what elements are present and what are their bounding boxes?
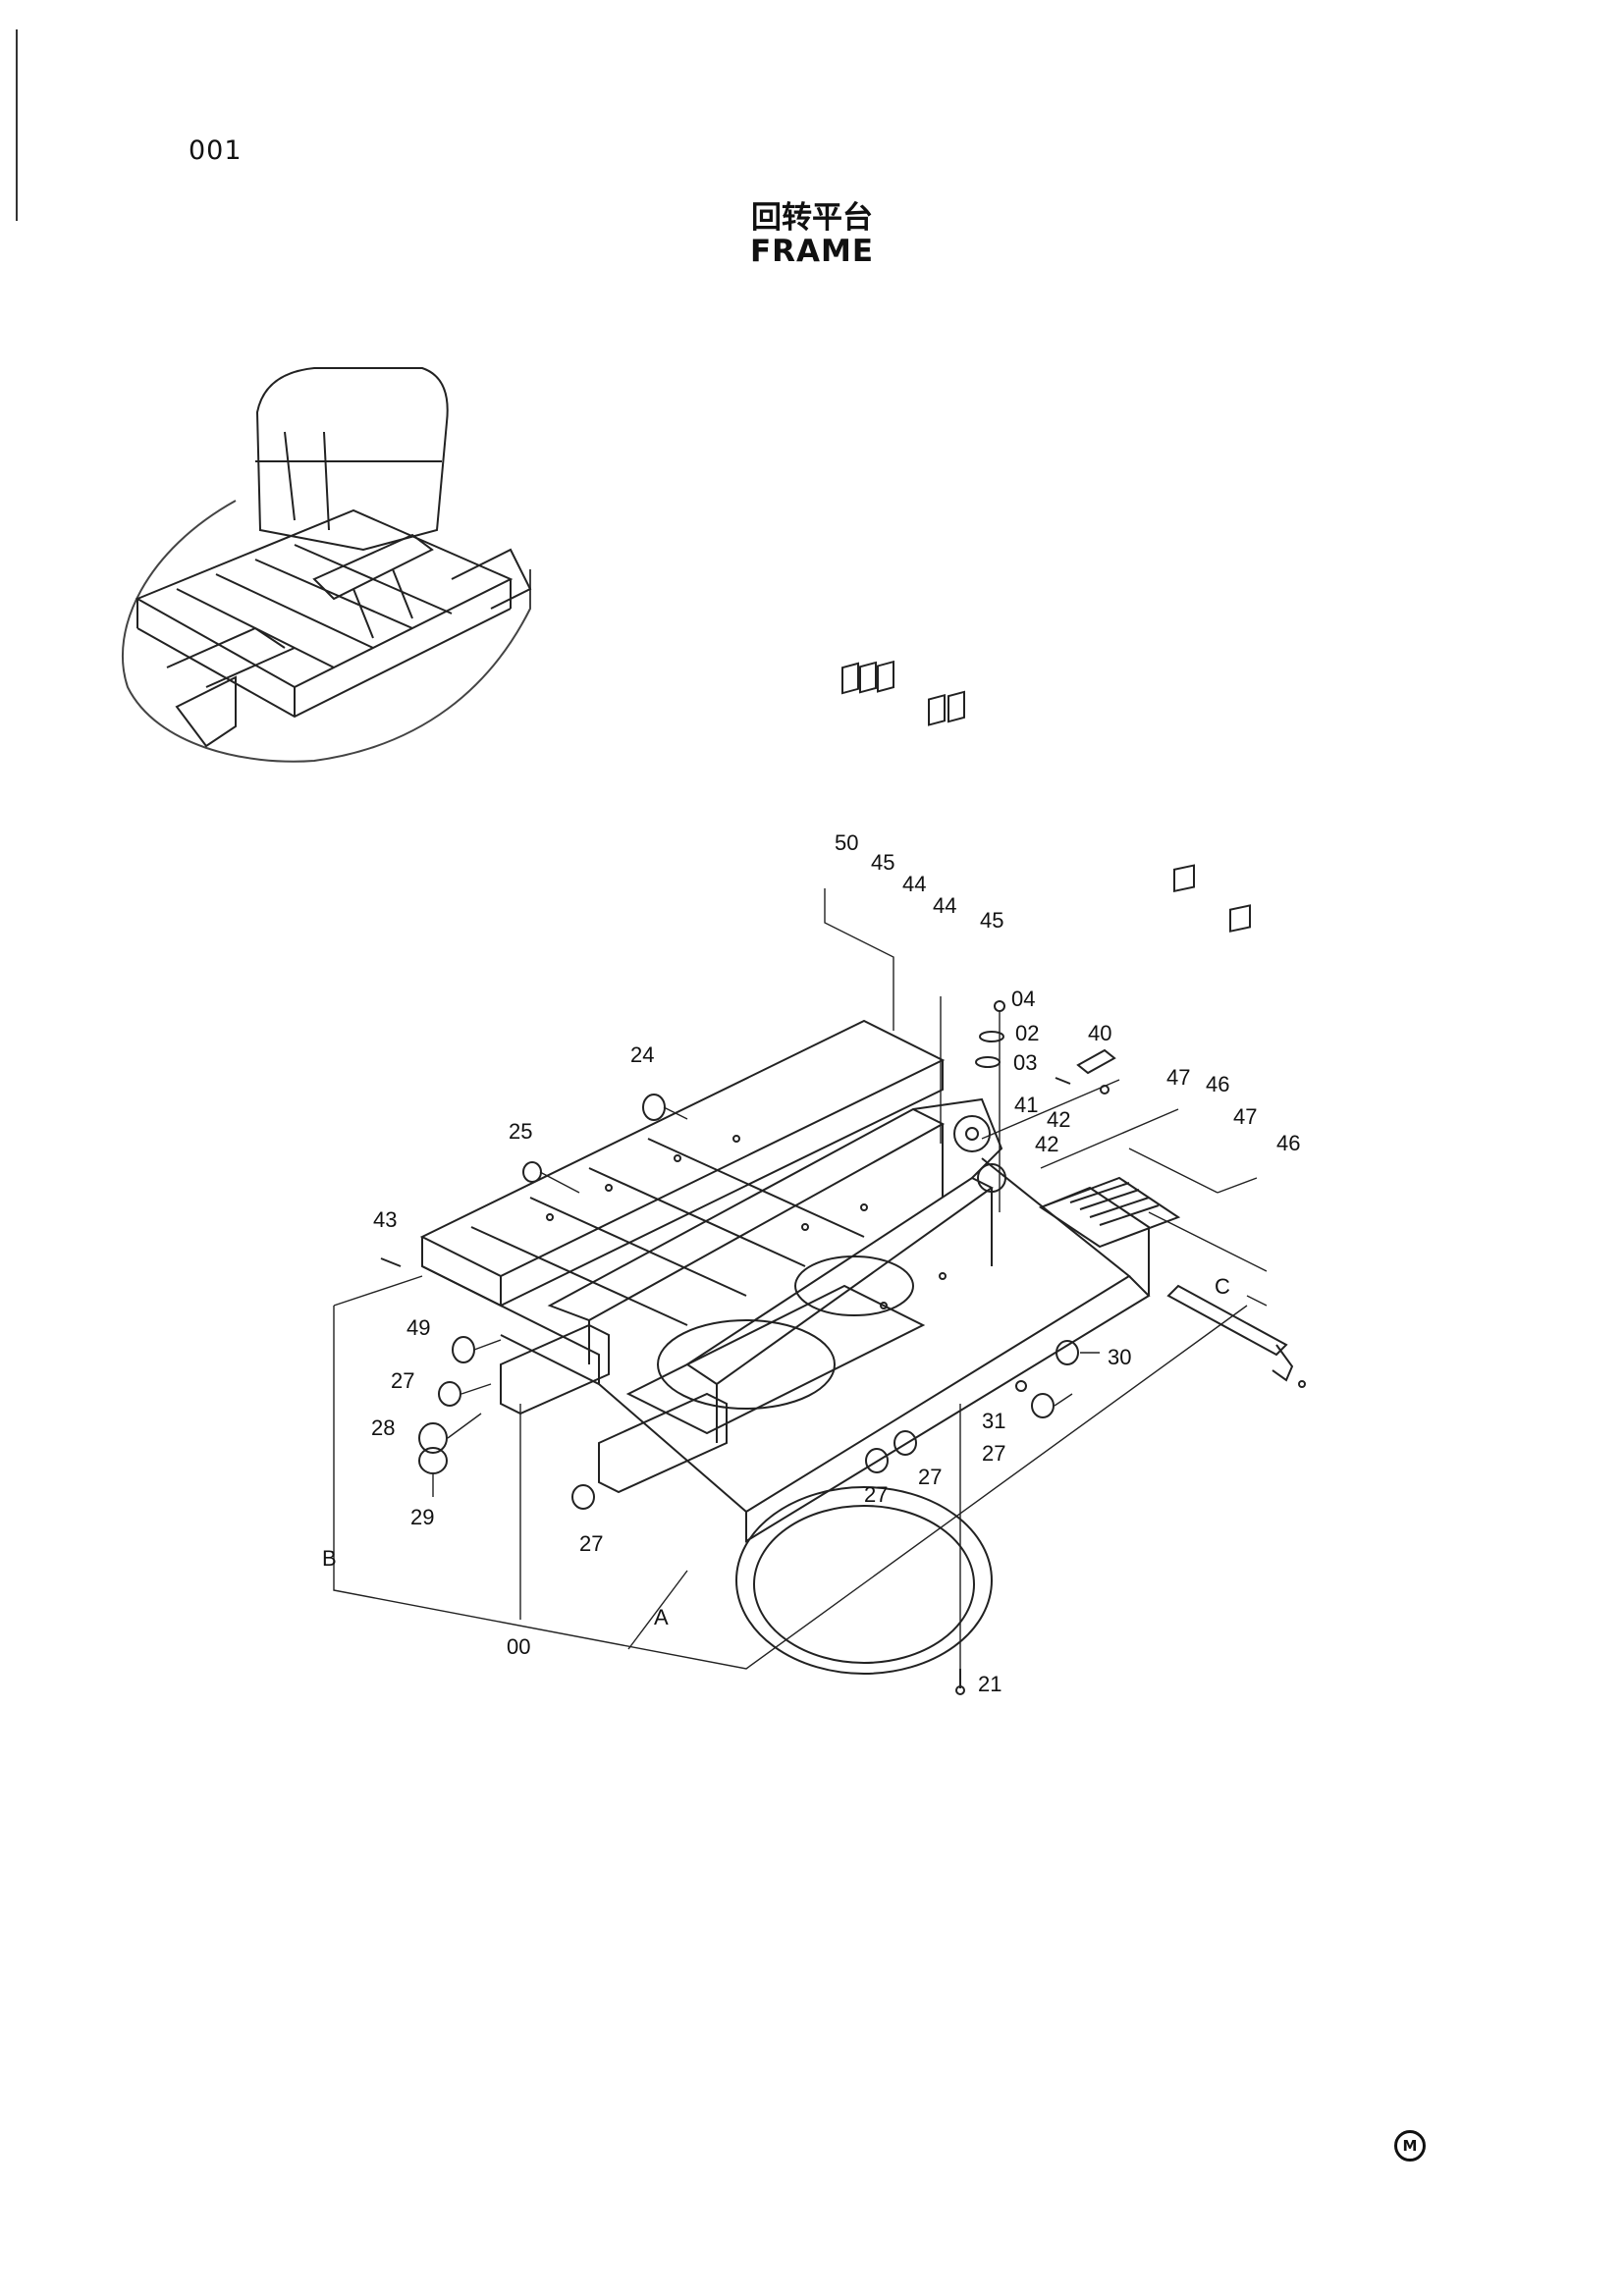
callout-47: 47	[1233, 1104, 1257, 1129]
callout-45: 45	[980, 908, 1003, 933]
callout-44: 44	[933, 893, 956, 918]
callout-41: 41	[1014, 1093, 1038, 1117]
callout-42: 42	[1035, 1132, 1058, 1156]
page-number: 001	[189, 135, 243, 166]
page-title-chinese: 回转平台	[751, 200, 873, 236]
callout-31: 31	[982, 1409, 1005, 1433]
callout-45: 45	[871, 850, 894, 875]
callout-27: 27	[579, 1531, 603, 1556]
callout-03: 03	[1013, 1050, 1037, 1075]
callout-00: 00	[507, 1634, 530, 1659]
callout-49: 49	[406, 1315, 430, 1340]
callout-02: 02	[1015, 1021, 1039, 1045]
callout-46: 46	[1206, 1072, 1229, 1096]
callout-28: 28	[371, 1415, 395, 1440]
callout-labels: 50 45 44 44 45 04 02 03 40 41 42 42 47 4…	[322, 830, 1300, 1696]
parts	[380, 660, 1306, 1695]
leader-lines	[333, 888, 1268, 1670]
callout-44: 44	[902, 872, 926, 896]
page-edge-mark	[16, 29, 18, 221]
callout-C: C	[1215, 1274, 1230, 1299]
callout-24: 24	[630, 1042, 654, 1067]
callout-27: 27	[864, 1482, 888, 1507]
callout-B: B	[322, 1546, 337, 1571]
callout-42: 42	[1047, 1107, 1070, 1132]
callout-50: 50	[835, 830, 858, 855]
callout-46: 46	[1276, 1131, 1300, 1155]
callout-30: 30	[1108, 1345, 1131, 1369]
swing-bearing	[735, 1486, 993, 1675]
main-frame	[419, 1019, 1181, 1543]
callout-43: 43	[373, 1207, 397, 1232]
callout-47: 47	[1166, 1065, 1190, 1090]
page-title-english: FRAME	[749, 234, 875, 269]
callout-27: 27	[918, 1465, 942, 1489]
callout-29: 29	[410, 1505, 434, 1529]
callout-25: 25	[509, 1119, 532, 1144]
callout-04: 04	[1011, 987, 1035, 1011]
callout-27: 27	[391, 1368, 414, 1393]
corner-mark-badge: M	[1394, 2130, 1426, 2162]
callout-40: 40	[1088, 1021, 1111, 1045]
callout-21: 21	[978, 1672, 1001, 1696]
callout-A: A	[654, 1605, 669, 1629]
callout-27: 27	[982, 1441, 1005, 1466]
overview-thumbnail	[122, 367, 532, 763]
